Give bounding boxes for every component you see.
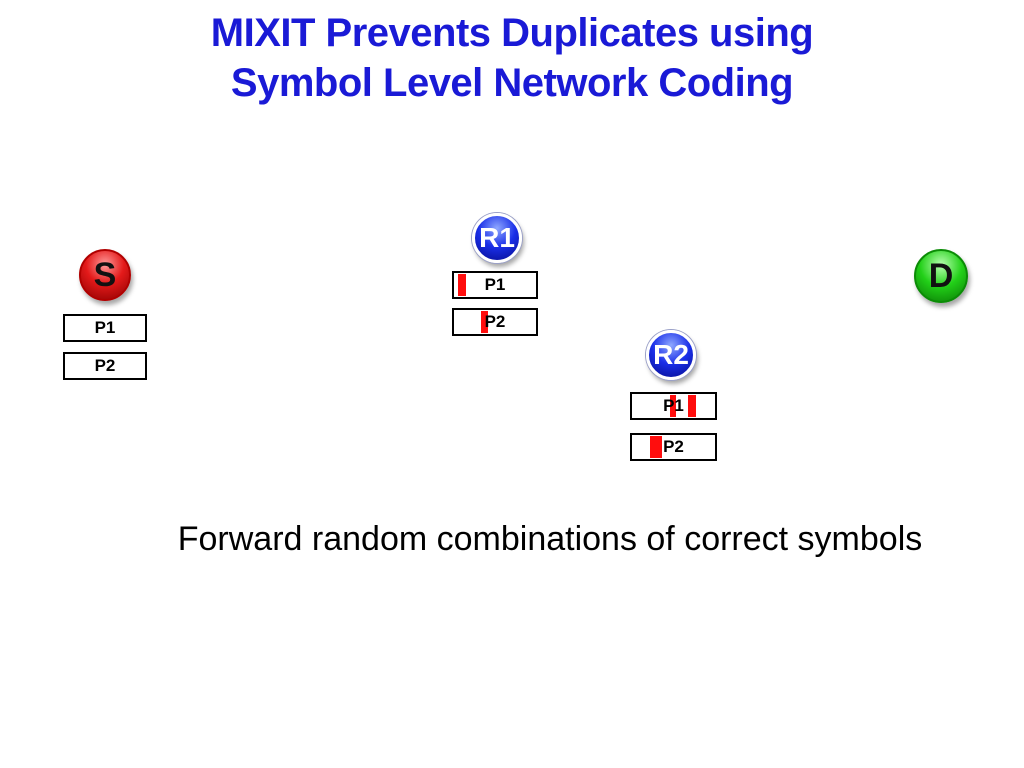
source-packet-p2-label: P2 bbox=[94, 356, 116, 375]
slide-title-line-1: MIXIT Prevents Duplicates using bbox=[210, 11, 814, 55]
router1-packet-p1: P1 bbox=[452, 271, 538, 299]
router1-p2-corrupted-symbol bbox=[481, 311, 488, 333]
router2-p2-corrupted-symbol bbox=[650, 436, 662, 458]
router2-packet-p1-label: P1 bbox=[663, 396, 684, 415]
router1-node: R1 bbox=[472, 213, 522, 263]
source-packet-p1-label: P1 bbox=[94, 318, 116, 337]
router2-node: R2 bbox=[646, 330, 696, 380]
router1-packet-p2-label: P2 bbox=[484, 312, 506, 331]
router2-packet-p2: P2 bbox=[630, 433, 717, 461]
destination-node: D bbox=[914, 249, 968, 303]
router1-packet-p2: P2 bbox=[452, 308, 538, 336]
router1-packet-p1-label: P1 bbox=[484, 275, 506, 294]
router1-node-label: R1 bbox=[479, 222, 515, 253]
slide-title: MIXIT Prevents Duplicates using Symbol L… bbox=[0, 8, 1024, 108]
destination-node-label: D bbox=[928, 256, 954, 295]
router2-packet-p2-label: P2 bbox=[663, 437, 684, 456]
router2-node-label: R2 bbox=[653, 339, 689, 370]
slide-title-line-2: Symbol Level Network Coding bbox=[230, 61, 794, 105]
source-node: S bbox=[79, 249, 131, 301]
router2-packet-p1: P1 bbox=[630, 392, 717, 420]
source-node-label: S bbox=[93, 255, 117, 294]
router2-p1-corrupted-symbol-2 bbox=[688, 395, 696, 417]
router1-p1-corrupted-symbol bbox=[458, 274, 466, 296]
router2-p1-corrupted-symbol-1 bbox=[670, 395, 676, 417]
slide-caption: Forward random combinations of correct s… bbox=[177, 520, 923, 558]
source-packet-p2: P2 bbox=[63, 352, 147, 380]
source-packet-p1: P1 bbox=[63, 314, 147, 342]
